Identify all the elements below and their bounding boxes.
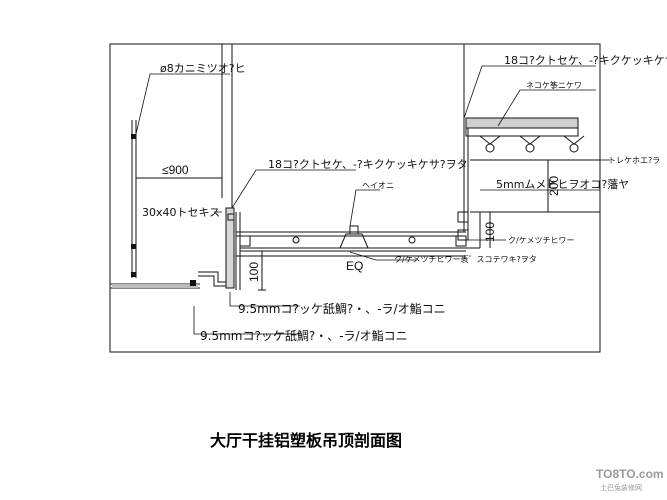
dim-100-left-label: 100	[247, 262, 261, 282]
ceiling-section	[236, 231, 467, 252]
label-mid-1: 18コ?クトセケ、-?キクケッキケサ?ヲタ	[268, 158, 468, 171]
left-column	[131, 44, 233, 278]
label-top-right-1: 18コ?クトセケ、-?キクケッキケサ?ヲタ	[504, 54, 667, 67]
hanger-rod-dots	[131, 134, 136, 277]
ceiling-fasteners	[292, 225, 416, 249]
label-left-1: 30x40トセキス	[142, 206, 220, 219]
drawing-title: 大厅干挂铝塑板吊顶剖面图	[210, 431, 402, 450]
label-right-2: 5mmムメヒヒヲオコ?藩ヤ	[496, 178, 629, 191]
watermark-sub: 土巴兔装修网	[600, 483, 642, 492]
drawing-frame	[109, 43, 601, 353]
label-top-right-2: ネコケ筝ニケワ	[526, 80, 582, 90]
dim-200-label: 200	[547, 176, 561, 196]
right-structure	[457, 44, 600, 249]
ground-slab	[110, 271, 228, 289]
dim-100-right-label: 100	[483, 222, 497, 242]
watermark-brand: TO8TO.com	[596, 467, 664, 481]
label-bottom-1: 9.5mmコ?ッケ舐鯛?・、-ラ/オ鮨コニ	[238, 302, 446, 316]
leader-lines	[135, 65, 610, 335]
dim-900-label: ≤900	[162, 163, 189, 177]
dim-100-left	[258, 250, 266, 291]
top-right-slab	[465, 117, 585, 153]
label-pipe: ø8カニミツオ?ヒ	[160, 62, 246, 75]
label-bottom-2: 9.5mmコ?ッケ舐鯛?・、-ラ/オ鮨コニ	[200, 329, 408, 343]
label-right-3: ク/ケメツチヒワー	[508, 236, 574, 245]
left-wall-panel	[225, 207, 241, 290]
dim-900	[135, 174, 223, 182]
label-mid-2: ヘイオニ	[362, 181, 394, 190]
label-bottom-right: ク/ケメツチヒワー袠゛スコテワキ?ヲタ	[394, 254, 537, 264]
dim-eq-label: EQ	[346, 259, 363, 273]
label-right-1: トレケホエ?ラ	[608, 156, 660, 165]
